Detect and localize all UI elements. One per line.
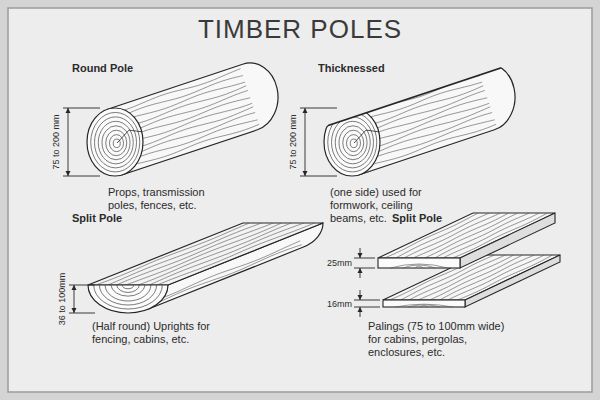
dimension-tick: [354, 268, 375, 269]
end-ring: [415, 266, 423, 268]
growth-ring: [98, 121, 133, 164]
dimension-line: [68, 108, 69, 176]
split-face: [88, 223, 323, 285]
dimension-tick: [69, 313, 95, 314]
dimension-label: 75 to 200 mm: [288, 114, 298, 169]
part-heading: Thicknessed: [318, 62, 385, 74]
growth-ring: [110, 135, 124, 152]
dimension-tick: [69, 285, 95, 286]
dimension-tick: [63, 176, 100, 177]
growth-ring: [328, 112, 377, 172]
usage-caption: Palings (75 to 100mm wide) for cabins, p…: [368, 320, 520, 359]
growth-ring: [111, 285, 145, 296]
flat-edge: [217, 28, 600, 163]
part-heading: Split Pole: [392, 212, 442, 224]
part-heading: Round Pole: [72, 62, 133, 74]
dimension-arrow: [66, 108, 71, 113]
dimension-label: 25mm: [327, 258, 352, 268]
round-pole: [87, 63, 278, 176]
grain-line: [106, 69, 241, 115]
dimension-label: 36 to 100mm: [57, 273, 67, 326]
growth-ring: [339, 126, 367, 160]
round-pole: [324, 63, 515, 176]
dimension-label: 75 to 200 mm: [51, 114, 61, 169]
growth-ring: [122, 285, 133, 289]
dimension-tick: [354, 258, 375, 259]
dimension-arrow: [72, 308, 77, 313]
half-round-pole: [88, 223, 323, 313]
grain-line: [361, 124, 497, 167]
growth-ring: [117, 285, 140, 292]
wood-grain: [385, 213, 548, 258]
grain-line: [138, 223, 291, 285]
dimension-label: 16mm: [327, 299, 352, 309]
growth-ring: [91, 112, 140, 172]
grain-line: [157, 223, 314, 285]
dimension-tick: [63, 108, 100, 109]
grain-line: [108, 223, 262, 285]
dimension-tick: [300, 108, 337, 109]
dimension-arrow: [303, 108, 308, 113]
dimension-arrow: [358, 253, 363, 258]
grain-line: [126, 223, 282, 285]
end-grain: [87, 108, 143, 176]
dimension-arrow: [72, 285, 77, 290]
growth-ring: [94, 285, 163, 309]
end-ring: [408, 305, 441, 307]
dimension-arrow: [358, 268, 363, 273]
growth-ring: [343, 130, 364, 156]
grain-line: [343, 69, 478, 115]
usage-caption: (Half round) Uprights for fencing, cabin…: [92, 320, 214, 346]
end-ring: [390, 264, 447, 268]
grain-line: [116, 223, 273, 285]
grain-line: [385, 213, 479, 258]
dimension-arrow: [303, 171, 308, 176]
growth-ring: [105, 285, 151, 301]
part-heading: Split Pole: [72, 212, 122, 224]
timber-drawings: [63, 28, 600, 318]
growth-ring: [102, 126, 130, 160]
paling-board: [378, 213, 555, 268]
wood-grain: [96, 223, 315, 285]
usage-caption: Props, transmission poles, fences, etc.: [108, 186, 226, 212]
growth-ring: [106, 130, 127, 156]
growth-ring: [335, 121, 370, 164]
dimension-line: [305, 108, 306, 176]
grain-line: [435, 213, 530, 258]
grain-line: [124, 124, 260, 167]
board-end: [378, 258, 460, 268]
end-crack: [354, 130, 379, 143]
end-grain: [88, 285, 168, 313]
dimension-arrow: [358, 295, 363, 300]
card-background: [8, 8, 592, 392]
dimension-tick: [354, 300, 380, 301]
end-crack: [117, 130, 142, 143]
dimension-tick: [300, 176, 337, 177]
dimension-arrow: [358, 307, 363, 312]
dimension-arrow: [66, 171, 71, 176]
board-end: [383, 300, 465, 307]
growth-ring: [95, 117, 137, 168]
end-ring: [395, 304, 452, 307]
diagram-title: TIMBER POLES: [0, 14, 600, 45]
grain-line: [149, 223, 304, 285]
growth-ring: [99, 285, 156, 305]
end-ring: [420, 306, 428, 307]
end-ring: [403, 265, 436, 268]
dimension-tick: [354, 307, 380, 308]
growth-ring: [347, 135, 361, 152]
grain-line: [453, 213, 548, 258]
board-edge: [460, 213, 555, 268]
growth-ring: [332, 117, 374, 168]
grain-line: [443, 213, 540, 258]
